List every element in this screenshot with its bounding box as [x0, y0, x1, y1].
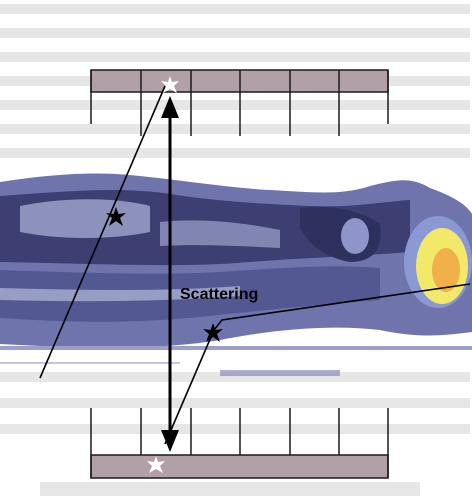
ct-body-image: [0, 174, 472, 376]
arrowhead-down-icon: [161, 430, 179, 452]
scattering-label: Scattering: [180, 286, 258, 304]
bottom-detector: [91, 408, 388, 478]
